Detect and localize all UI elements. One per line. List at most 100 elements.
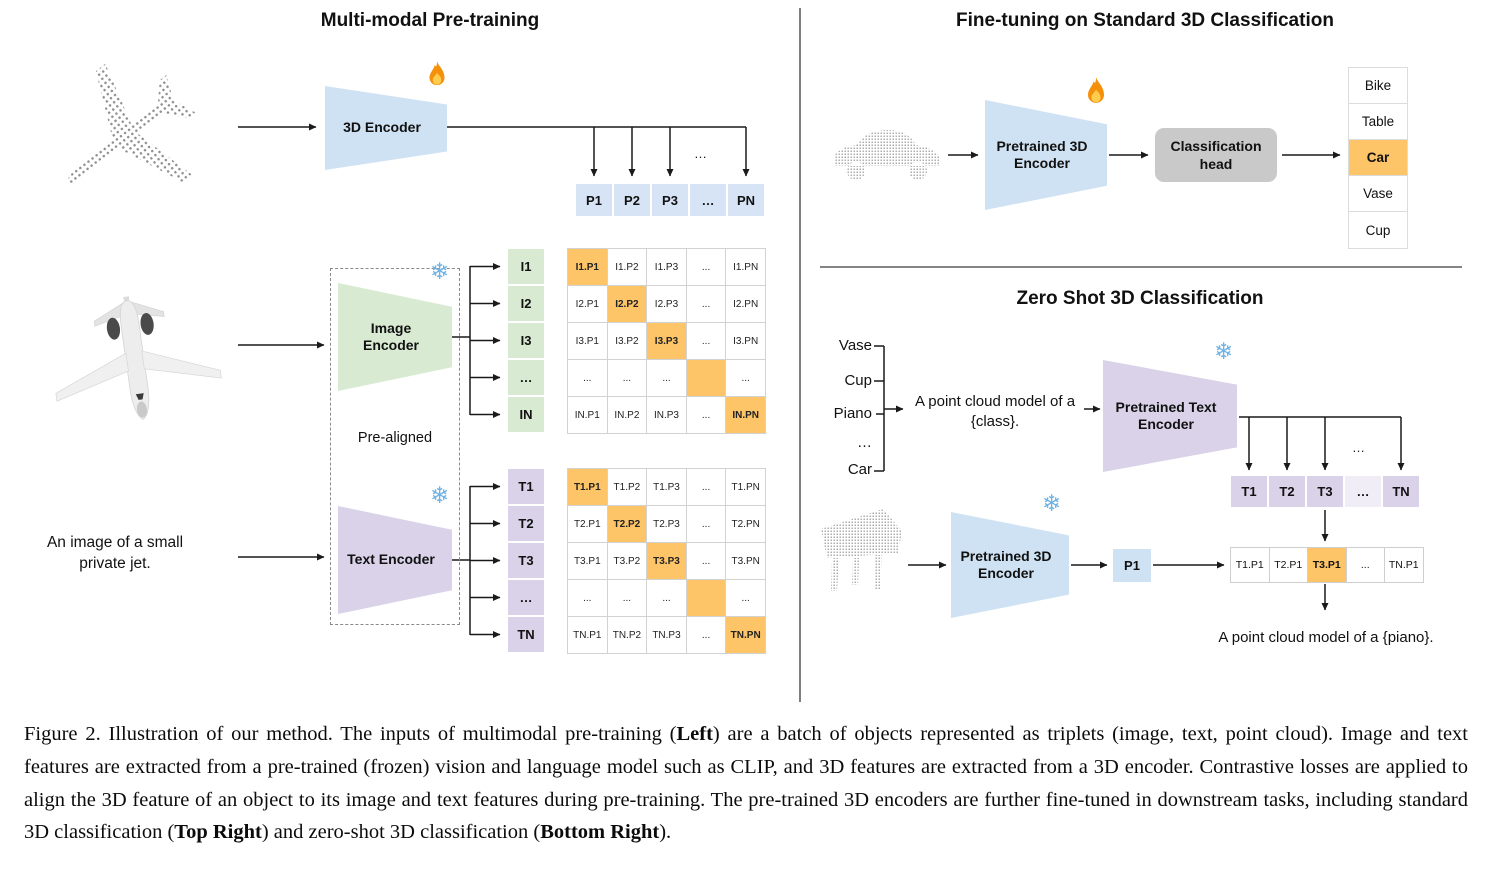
matrix-cell: ... [568,580,608,617]
image-caption-text: An image of a small private jet. [46,534,184,572]
caption-segment: ) and zero-shot 3D classification ( [261,821,541,844]
matrix-cell: I3.PN [726,323,766,360]
finetune-title: Fine-tuning on Standard 3D Classificatio… [956,10,1334,31]
class-item: Cup [1365,222,1391,238]
classification-head: Classification head [1155,128,1277,182]
matrix-cell: ... [568,360,608,397]
matrix-cell: T3.P2 [607,543,648,580]
caption-bold-segment: Top Right [174,821,262,844]
jet-image [55,296,222,420]
result-caption: A point cloud model of a {piano}. [1218,629,1434,646]
matrix-cell: ... [686,469,727,506]
p-cell: PN [727,183,765,217]
snowflake-icon: ❄ [430,258,450,284]
matrix-cell: IN.P2 [607,397,648,434]
caption-segment: Figure 2. Illustration of our method. Th… [24,723,677,745]
matrix-cell: I2.PN [726,286,766,323]
i-cell: … [507,359,545,396]
matrix-cell: IN.P1 [568,397,608,434]
prompt-text: A point cloud model of a {class}. [914,393,1076,431]
pretrained-3d-encoder-zeroshot: Pretrained 3D Encoder [951,512,1069,618]
zeroshot-class-vase: Vase [838,337,872,354]
class-item: Vase [1349,176,1407,212]
matrix-cell: ... [686,249,727,286]
matrix-cell: IN.PN [726,397,766,434]
similarity-cell: ... [1346,548,1385,583]
matrix-cell: ... [647,360,687,397]
matrix-cell: I2.P3 [647,286,687,323]
pretrain-title: Multi-modal Pre-training [320,10,540,31]
matrix-cell: IN.P3 [647,397,687,434]
p-cell: P2 [613,183,651,217]
p-cell: P3 [651,183,689,217]
class-item: Table [1349,104,1407,140]
dots-p-row: … [694,146,707,161]
matrix-cell: I3.P3 [647,323,687,360]
fire-icon [1088,77,1104,103]
matrix-cell: ... [607,360,648,397]
matrix-cell: I1.P1 [568,249,608,286]
matrix-cell: T2.PN [726,506,766,543]
zeroshot-class-car: Car [847,461,872,478]
caption-segment: ) are a batch of objects represented as … [24,723,1468,844]
3d-encoder-label: 3D Encoder [343,119,421,136]
car-point-cloud [834,130,940,180]
matrix-cell: TN.P2 [607,617,648,654]
matrix-cell: ... [686,397,727,434]
3d-encoder: 3D Encoder [325,86,447,170]
zeroshot-class-cup: Cup [844,372,872,389]
pre-aligned-box [330,268,460,625]
p-cell: P1 [575,183,613,217]
pretrained-3d-encoder-zeroshot-label: Pretrained 3D Encoder [960,547,1052,582]
similarity-cell: T1.P1 [1231,548,1270,583]
i-cell: I1 [507,248,545,285]
matrix-cell: TN.P3 [647,617,687,654]
snowflake-icon: ❄ [1214,338,1234,364]
image-encoder-label: Image Encoder [362,319,419,354]
t-cell: TN [1382,475,1420,508]
zeroshot-class-dots: … [857,434,872,451]
i-cell: I3 [507,322,545,359]
similarity-cell: TN.P1 [1385,548,1424,583]
matrix-cell: ... [686,506,727,543]
matrix-cell: I3.P2 [607,323,648,360]
matrix-cell: T1.P1 [568,469,608,506]
similarity-cell: T2.P1 [1269,548,1308,583]
t-cell: T1 [1230,475,1268,508]
matrix-cell: TN.PN [726,617,766,654]
i-cell: I2 [507,285,545,322]
pretrained-text-encoder-label: Pretrained Text Encoder [1115,398,1217,433]
matrix-cell: T2.P1 [568,506,608,543]
matrix-cell: I1.P2 [607,249,648,286]
piano-point-cloud [821,509,902,591]
similarity-cell: T3.P1 [1308,548,1347,583]
matrix-cell: ... [686,617,727,654]
i-cell: IN [507,396,545,433]
pretrained-3d-encoder-label: Pretrained 3D Encoder [996,137,1088,172]
fire-icon [429,61,445,86]
t-cell: T1 [507,468,545,505]
p-cell: … [689,183,727,217]
matrix-cell: ... [726,360,766,397]
t-cell: T2 [507,505,545,542]
t-cell: T2 [1268,475,1306,508]
matrix-cell [686,360,727,397]
t-cell: … [1344,475,1382,508]
t-cell: T3 [507,542,545,579]
airplane-point-cloud [68,63,197,184]
caption-bold-segment: Bottom Right [540,821,660,844]
matrix-cell: T3.PN [726,543,766,580]
matrix-cell: I2.P1 [568,286,608,323]
matrix-cell: ... [726,580,766,617]
matrix-cell: I1.PN [726,249,766,286]
class-item: Car [1349,140,1407,176]
snowflake-icon: ❄ [1042,490,1062,516]
matrix-cell: TN.P1 [568,617,608,654]
